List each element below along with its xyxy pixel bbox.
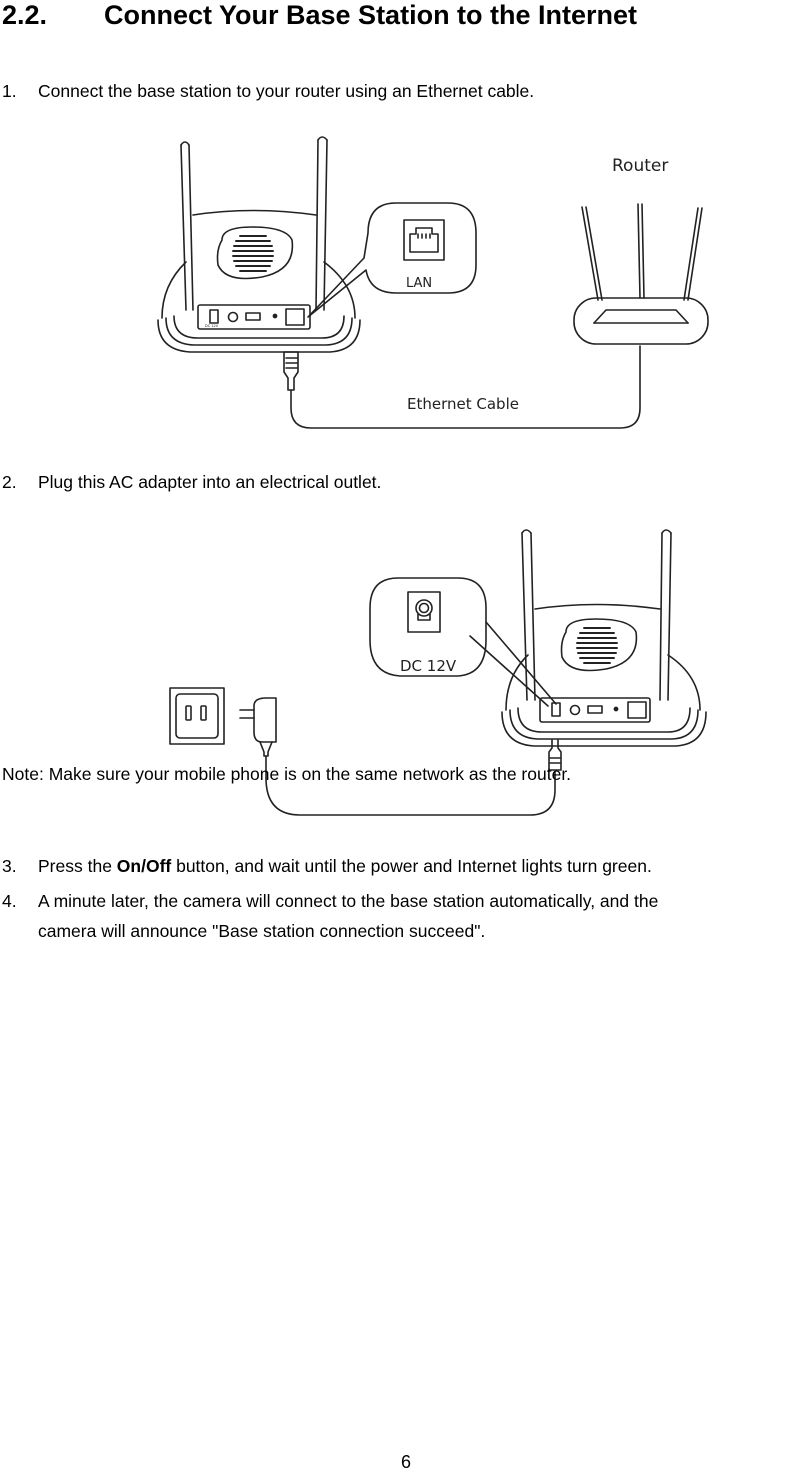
dc-callout: DC 12V (369, 577, 557, 707)
step-number: 4. (2, 891, 17, 911)
page-number: 6 (400, 1452, 411, 1472)
figure-ethernet-connection: DC 12V LAN Router (157, 136, 709, 429)
section-title: Connect Your Base Station to the Interne… (104, 0, 638, 30)
base-station-antenna-right (659, 529, 672, 701)
speaker-grille (560, 618, 638, 672)
dc-plug (548, 739, 562, 771)
step-number: 2. (2, 472, 17, 492)
ethernet-cable: Ethernet Cable (283, 345, 641, 429)
section-heading: 2.2. Connect Your Base Station to the Int… (2, 0, 637, 31)
speaker-grille (216, 226, 294, 280)
base-station-antenna-left (521, 529, 536, 701)
step-text: Connect the base station to your router … (38, 81, 535, 101)
base-station-antenna-left (180, 141, 194, 311)
svg-text:DC 12V: DC 12V (205, 324, 219, 328)
step-text: Plug this AC adapter into an electrical … (38, 472, 382, 492)
router-label: Router (612, 156, 668, 176)
ac-adapter (239, 697, 556, 816)
figure-power-connection: DC 12V (169, 529, 707, 816)
base-station: DC 12V (157, 209, 361, 353)
lan-callout: LAN (307, 202, 477, 318)
step-text-pre: Press the (38, 856, 117, 876)
step-number: 1. (2, 81, 17, 101)
step-text-line-1: A minute later, the camera will connect … (38, 891, 659, 911)
step-text-line-2: camera will announce "Base station conne… (38, 921, 486, 941)
base-station-antenna-right (315, 136, 328, 311)
on-off-button-name: On/Off (116, 856, 172, 876)
note: Note: Make sure your mobile phone is on … (2, 764, 572, 784)
lan-label: LAN (406, 276, 432, 291)
step-number: 3. (2, 856, 17, 876)
ethernet-cable-label: Ethernet Cable (407, 395, 519, 413)
wall-outlet (169, 687, 225, 745)
base-station (501, 603, 707, 747)
dc-label: DC 12V (400, 657, 457, 675)
step-text: Press the On/Off button, and wait until … (38, 851, 652, 881)
step-text-post: button, and wait until the power and Int… (171, 856, 652, 876)
section-number: 2.2. (2, 0, 48, 30)
router: Router (573, 156, 709, 345)
